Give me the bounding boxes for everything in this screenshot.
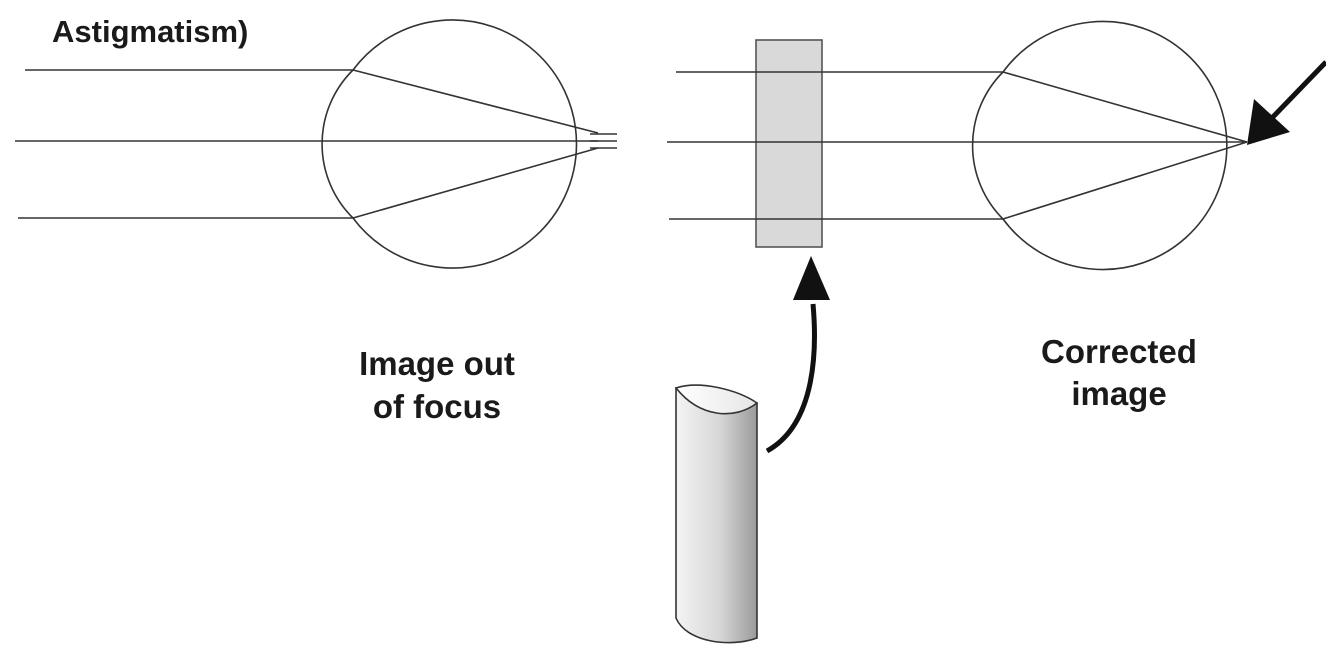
curved-arrow xyxy=(767,256,830,451)
title-fragment: Astigmatism) xyxy=(52,14,248,49)
cylinder-body xyxy=(676,388,757,643)
left-caption-line2: of focus xyxy=(373,388,501,425)
curved-arrow-head xyxy=(793,256,830,300)
cylindrical-lens-illustration xyxy=(676,385,757,642)
right-caption-line1: Corrected xyxy=(1041,333,1197,370)
left-eye xyxy=(322,20,576,268)
corrective-lens xyxy=(756,40,822,247)
right-eye xyxy=(973,22,1227,270)
right-caption-line2: image xyxy=(1071,375,1166,412)
left-caption-line1: Image out xyxy=(359,345,515,382)
focal-point-arrow xyxy=(1247,62,1326,145)
right-eye-group xyxy=(667,22,1247,270)
left-eye-group xyxy=(15,20,617,268)
